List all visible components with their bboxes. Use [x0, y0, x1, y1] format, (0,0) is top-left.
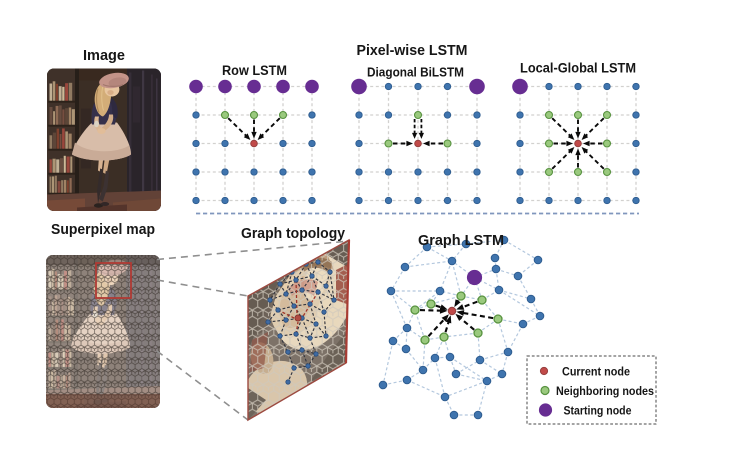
svg-text:Diagonal BiLSTM: Diagonal BiLSTM — [367, 66, 464, 80]
svg-text:Graph LSTM: Graph LSTM — [418, 232, 504, 249]
svg-text:Graph topology: Graph topology — [241, 226, 345, 242]
svg-text:Image: Image — [83, 47, 125, 64]
svg-text:Current node: Current node — [562, 365, 630, 379]
svg-text:Row LSTM: Row LSTM — [222, 63, 287, 78]
svg-text:Neighboring nodes: Neighboring nodes — [556, 384, 654, 398]
svg-text:Local-Global LSTM: Local-Global LSTM — [520, 61, 636, 76]
svg-text:Superpixel map: Superpixel map — [51, 222, 155, 238]
svg-text:Starting node: Starting node — [564, 404, 632, 418]
svg-text:Pixel-wise LSTM: Pixel-wise LSTM — [357, 42, 468, 59]
